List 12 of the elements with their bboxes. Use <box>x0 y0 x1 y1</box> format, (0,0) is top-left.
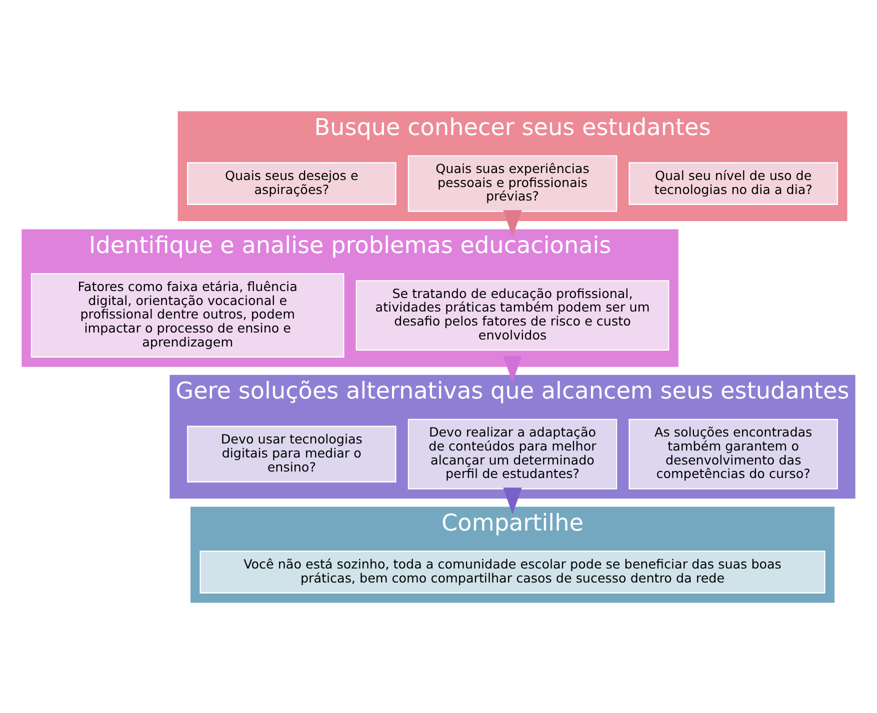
arrow <box>503 487 522 514</box>
arrow <box>503 355 522 382</box>
node-box: Devo realizar a adaptação de conteúdos para melhor alcançar um determinado perfil de estudantes? <box>408 418 618 489</box>
node-box: As soluções encontradas também garantem o desenvolvimento das competências do curso? <box>628 418 838 489</box>
node-box: Se tratando de educação profissional, atividades práticas também podem ser um desafio pelos fatores de risco e custo envolvidos <box>356 280 670 350</box>
arrow <box>503 210 522 236</box>
node-box: Quais seus desejos e aspirações? <box>187 162 396 204</box>
node-box: Qual seu nível de uso de tecnologias no dia a dia? <box>628 162 838 204</box>
node-box: Você não está sozinho, toda a comunidade escolar pode se beneficiar das suas boas práticas, bem como compartilhar casos de sucesso dentro da rede <box>200 550 826 593</box>
node-box: Devo usar tecnologias digitais para mediar o ensino? <box>187 425 396 482</box>
node-box: Quais suas experiências pessoais e profissionais prévias? <box>408 154 618 212</box>
node-box: Fatores como faixa etária, fluência digital, orientação vocacional e profissional dentre outros, podem impactar o processo de ensino e aprendizagem <box>30 272 344 358</box>
